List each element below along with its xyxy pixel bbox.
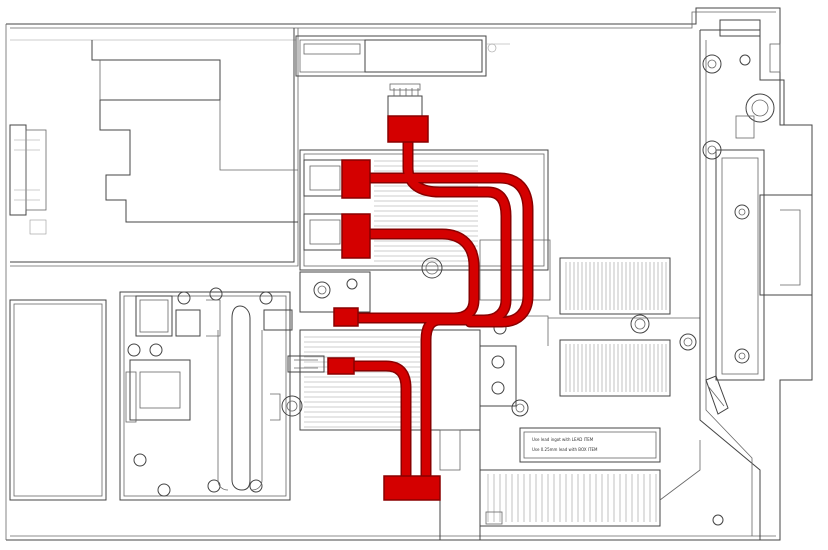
right-bracket [699, 19, 813, 540]
lower-left-board [9, 287, 303, 501]
cable-upper-wide-loop [366, 174, 532, 326]
top-connector [387, 115, 429, 143]
upper-left-connector [341, 159, 371, 199]
label-line-2: Use 0.25mm lead with BOX ITEM [532, 447, 598, 452]
left-io-connectors [9, 124, 47, 235]
mainboard-region [10, 28, 299, 267]
cable-top-to-bottom-loop [404, 138, 510, 492]
cable-small-to-bottom [350, 362, 410, 492]
top-riser-slot [295, 35, 510, 77]
small-connector-1 [333, 307, 359, 327]
cable-middle-loop [354, 230, 478, 322]
middle-left-connector [341, 213, 371, 259]
cable-connectors [327, 115, 441, 501]
chassis-outline [5, 7, 813, 541]
bottom-connector [383, 475, 441, 501]
top-cable-header [387, 83, 423, 117]
bottom-label-plate: Use lead ingot with LEAD ITEM Use 0.25mm… [384, 427, 724, 540]
cable-harness [327, 115, 534, 501]
cable-middle-loop-outline [352, 228, 480, 324]
small-connector-2 [327, 357, 355, 375]
network-ports [303, 159, 347, 251]
label-line-1: Use lead ingot with LEAD ITEM [532, 437, 594, 442]
right-heatsinks [548, 257, 701, 397]
